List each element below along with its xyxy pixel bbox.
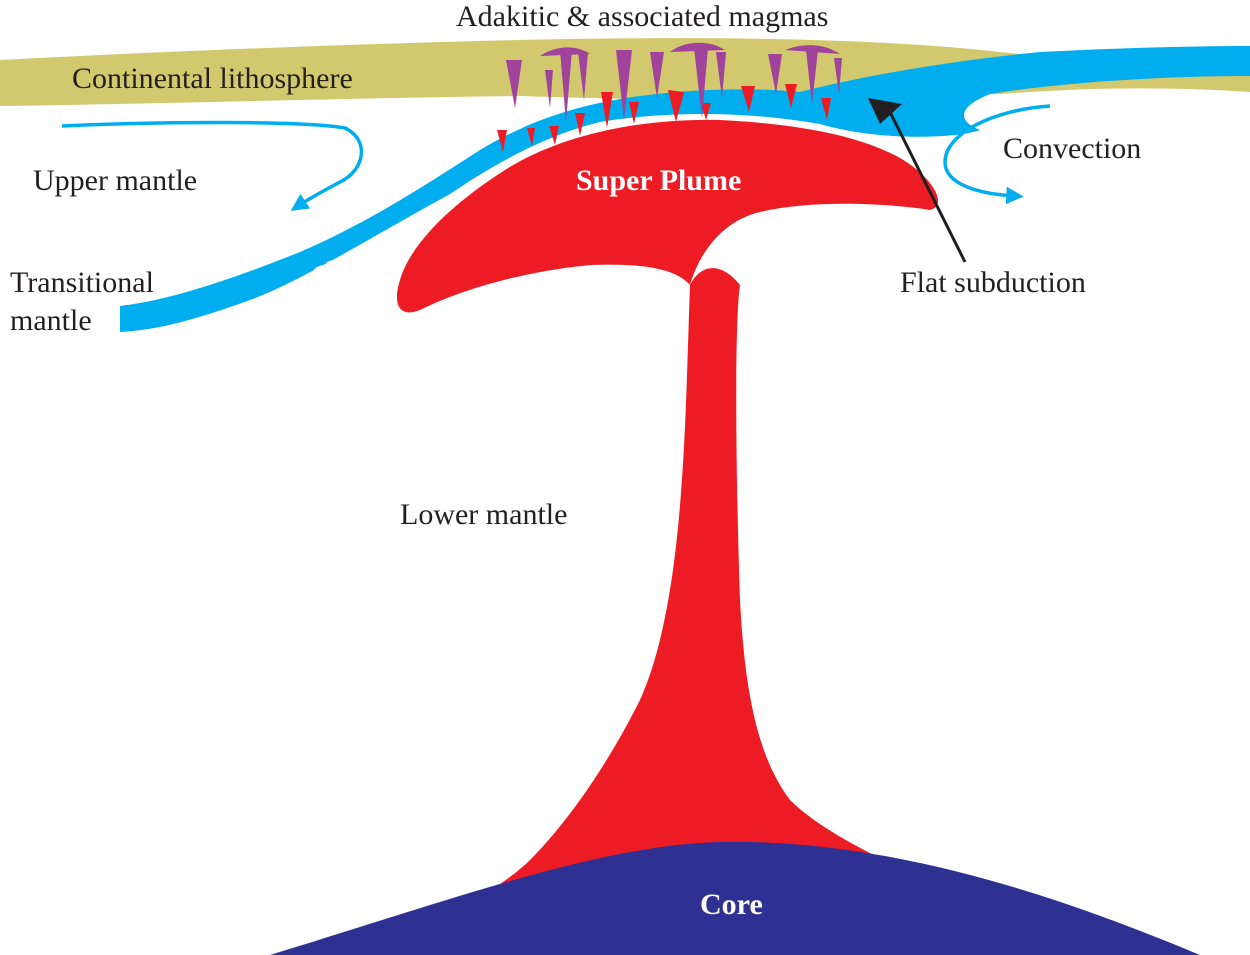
core	[270, 841, 1200, 955]
plume-droplets	[497, 84, 831, 152]
convection-arrow-right	[943, 104, 1051, 205]
super-plume	[396, 119, 939, 915]
transitional-mantle-label-line1: Transitional	[10, 266, 154, 299]
lower-mantle-label: Lower mantle	[400, 498, 567, 531]
magmas-label: Adakitic & associated magmas	[456, 0, 828, 33]
lithosphere-label: Continental lithosphere	[72, 62, 353, 95]
flat-subduction-label: Flat subduction	[900, 266, 1086, 299]
adakitic-magmas	[506, 42, 842, 122]
upper-mantle-label: Upper mantle	[33, 164, 197, 197]
convection-arrow-left	[61, 120, 363, 211]
convection-label: Convection	[1003, 132, 1141, 165]
flat-subduction-pointer	[868, 98, 967, 263]
super-plume-label: Super Plume	[576, 164, 741, 197]
slab	[120, 46, 1250, 332]
transitional-mantle-label-line2: mantle	[10, 304, 92, 337]
core-label: Core	[700, 888, 763, 921]
